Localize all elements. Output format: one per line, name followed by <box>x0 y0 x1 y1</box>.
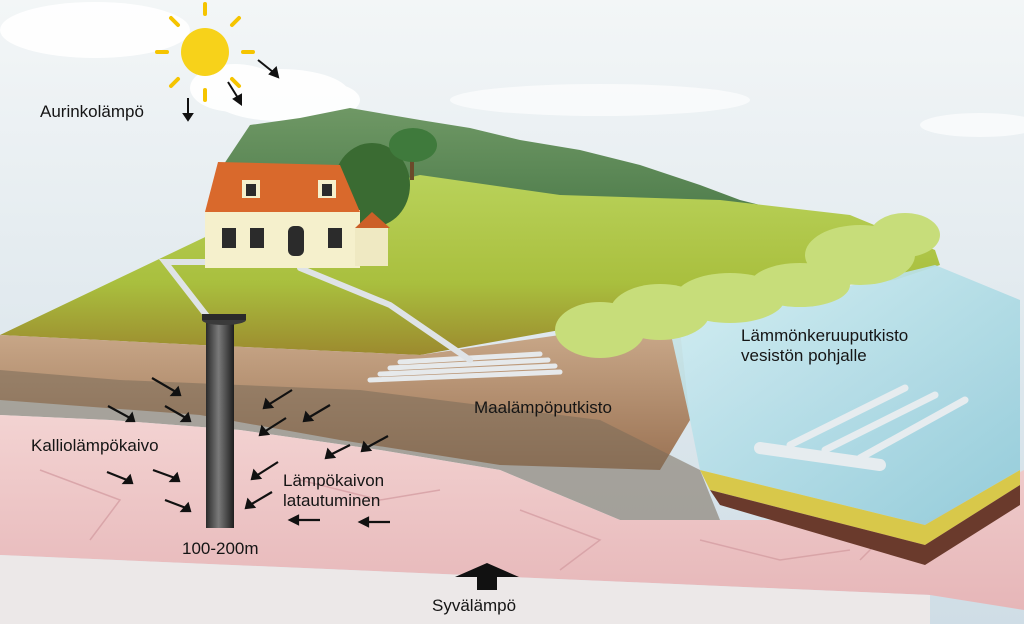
rock-cracks <box>39 469 901 571</box>
label-deep-heat: Syvälämpö <box>432 596 517 615</box>
label-ground-pipes: Maalämpöputkisto <box>474 398 612 417</box>
lake-bottom <box>700 470 1020 545</box>
deep-heat-arrow-icon <box>455 563 519 590</box>
water-body <box>670 265 1020 525</box>
well-pipe-icon <box>202 314 246 528</box>
house-pipes <box>158 259 473 363</box>
label-well-depth: 100-200m <box>182 539 259 558</box>
label-solar-heat: Aurinkolämpö <box>40 102 144 121</box>
arrow-icon <box>106 377 390 528</box>
label-bedrock-well: Kalliolämpökaivo <box>31 436 159 455</box>
grass-surface <box>0 175 940 355</box>
lake-bottom-soil <box>710 485 1020 565</box>
house-icon <box>205 162 390 268</box>
lake-pipes <box>754 384 969 471</box>
solar-arrows <box>182 59 280 122</box>
bedrock-layer <box>0 415 1024 610</box>
sun-icon <box>155 2 255 102</box>
mid-band <box>0 370 720 520</box>
cloud-icon <box>0 2 1024 137</box>
label-water-pipes: Lämmönkeruuputkisto vesistön pohjalle <box>741 326 908 366</box>
label-water-pipes-line2: vesistön pohjalle <box>741 346 867 365</box>
label-well-recharge-line1: Lämpökaivon <box>283 471 385 490</box>
shrubs <box>555 213 940 358</box>
label-well-recharge: Lämpökaivon latautuminen <box>283 471 384 511</box>
front-face <box>0 555 930 624</box>
label-well-recharge-line2: latautuminen <box>283 491 381 510</box>
label-water-pipes-line1: Lämmönkeruuputkisto <box>741 326 909 345</box>
